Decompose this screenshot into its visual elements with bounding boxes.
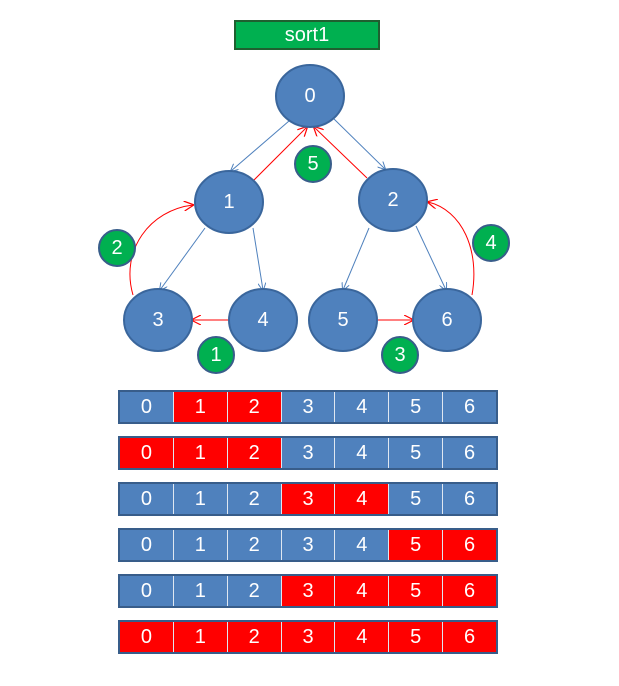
svg-text:6: 6 — [441, 309, 452, 331]
tree-node-6: 6 — [412, 288, 482, 352]
array-row-4: 0 1 2 3 4 5 6 — [118, 528, 498, 562]
array-cell: 4 — [335, 622, 390, 652]
array-cell: 4 — [335, 576, 390, 606]
array-cell: 0 — [120, 530, 174, 560]
array-cell: 2 — [227, 530, 282, 560]
step-marker-1: 1 — [197, 336, 235, 374]
array-cell: 4 — [335, 438, 390, 468]
tree-node-3: 3 — [123, 288, 193, 352]
step-marker-3: 3 — [381, 336, 419, 374]
svg-text:3: 3 — [152, 309, 163, 331]
array-cell: 6 — [443, 530, 497, 560]
edge-2-6 — [415, 225, 446, 290]
step-marker-5: 5 — [294, 145, 332, 183]
array-cell: 6 — [443, 392, 497, 422]
edge-1-0 — [252, 127, 307, 182]
array-cell: 2 — [227, 392, 282, 422]
array-cell: 6 — [443, 484, 497, 514]
array-cell: 5 — [389, 622, 444, 652]
svg-text:1: 1 — [210, 344, 221, 366]
edge-1-3 — [160, 227, 206, 290]
array-cell: 2 — [227, 576, 282, 606]
tree-node-0: 0 — [275, 64, 345, 128]
tree-node-4: 4 — [228, 288, 298, 352]
edge-2-5 — [343, 227, 370, 290]
svg-text:1: 1 — [223, 191, 234, 213]
edge-6-2 — [428, 202, 475, 296]
tree-node-2: 2 — [358, 168, 428, 232]
array-cell: 1 — [173, 438, 228, 468]
array-cell: 3 — [281, 576, 336, 606]
svg-text:2: 2 — [387, 189, 398, 211]
svg-text:5: 5 — [337, 309, 348, 331]
array-cell: 0 — [120, 438, 174, 468]
array-cell: 0 — [120, 622, 174, 652]
array-cell: 1 — [173, 392, 228, 422]
array-cell: 3 — [281, 392, 336, 422]
edge-1-4 — [252, 227, 263, 290]
array-cell: 5 — [389, 392, 444, 422]
array-cell: 1 — [173, 484, 228, 514]
array-cell: 4 — [335, 484, 390, 514]
array-cell: 6 — [443, 438, 497, 468]
edge-0-2 — [333, 118, 385, 169]
edge-2-0 — [314, 127, 368, 179]
array-cell: 5 — [389, 530, 444, 560]
svg-text:2: 2 — [111, 237, 122, 259]
array-cell: 6 — [443, 622, 497, 652]
svg-text:4: 4 — [485, 232, 496, 254]
tree-node-1: 1 — [194, 170, 264, 234]
array-cell: 6 — [443, 576, 497, 606]
array-cell: 4 — [335, 392, 390, 422]
array-cell: 2 — [227, 438, 282, 468]
array-cell: 1 — [173, 576, 228, 606]
array-row-6: 0 1 2 3 4 5 6 — [118, 620, 498, 654]
tree-node-5: 5 — [308, 288, 378, 352]
array-row-1: 0 1 2 3 4 5 6 — [118, 390, 498, 424]
array-row-5: 0 1 2 3 4 5 6 — [118, 574, 498, 608]
step-marker-2: 2 — [98, 229, 136, 267]
array-row-3: 0 1 2 3 4 5 6 — [118, 482, 498, 516]
array-cell: 3 — [281, 438, 336, 468]
array-cell: 0 — [120, 576, 174, 606]
array-cell: 3 — [281, 530, 336, 560]
array-row-2: 0 1 2 3 4 5 6 — [118, 436, 498, 470]
svg-text:5: 5 — [307, 153, 318, 175]
step-marker-4: 4 — [472, 224, 510, 262]
array-cell: 5 — [389, 576, 444, 606]
array-cell: 0 — [120, 484, 174, 514]
title-label: sort1 — [234, 20, 380, 50]
array-cell: 1 — [173, 530, 228, 560]
array-cell: 2 — [227, 484, 282, 514]
array-cell: 4 — [335, 530, 390, 560]
svg-text:4: 4 — [257, 309, 268, 331]
svg-text:0: 0 — [304, 85, 315, 107]
tree-diagram: 0 1 2 3 4 5 6 1 2 3 4 5 — [98, 64, 510, 374]
edge-3-1 — [129, 205, 193, 296]
array-cell: 3 — [281, 484, 336, 514]
array-cell: 5 — [389, 438, 444, 468]
array-cell: 0 — [120, 392, 174, 422]
array-cell: 1 — [173, 622, 228, 652]
edge-0-1 — [231, 120, 290, 171]
svg-text:3: 3 — [394, 344, 405, 366]
array-cell: 5 — [389, 484, 444, 514]
array-cell: 3 — [281, 622, 336, 652]
array-cell: 2 — [227, 622, 282, 652]
